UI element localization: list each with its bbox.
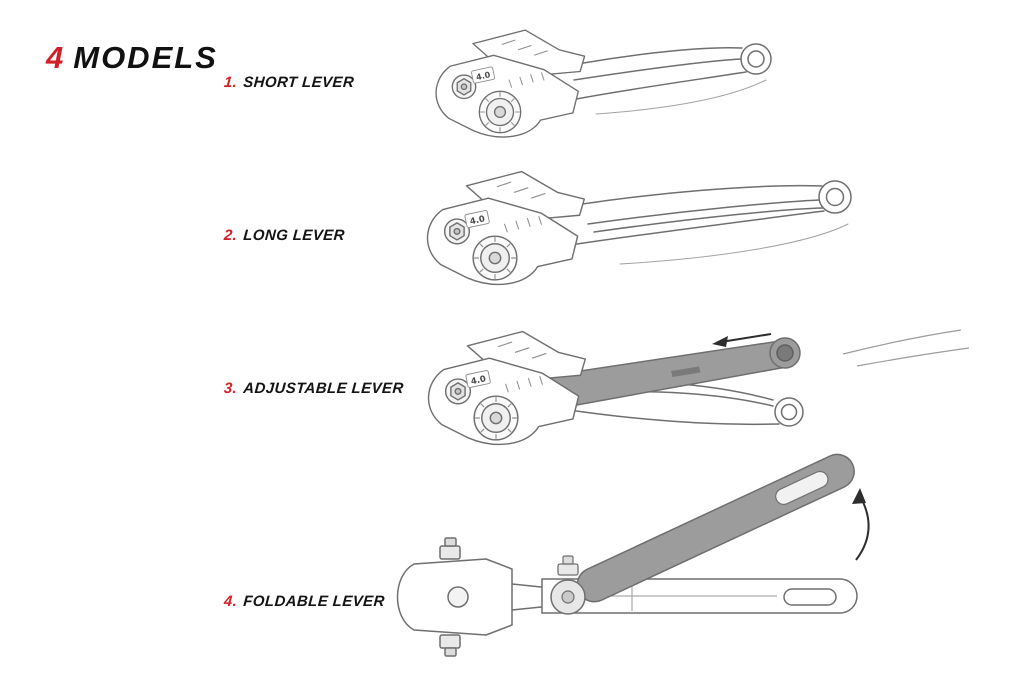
- clamp-bolt-bottom: [439, 634, 461, 649]
- blade-tip-boss: [740, 43, 772, 75]
- model-2-number: 2.: [223, 227, 238, 244]
- model-2-text: LONG LEVER: [242, 227, 346, 244]
- blade-tip-hole: [825, 187, 845, 207]
- blade-long: [527, 180, 852, 265]
- blade-slot: [775, 470, 829, 506]
- foldable-lever-illustration: [396, 453, 870, 657]
- model-3-number: 3.: [223, 380, 238, 397]
- blade-tip-boss: [818, 180, 852, 214]
- motion-lines: [842, 329, 970, 367]
- model-4-label: 4.FOLDABLE LEVER: [223, 593, 385, 610]
- title-word: MODELS: [73, 40, 218, 75]
- long-lever-illustration: [426, 170, 852, 286]
- blade-adjusted-position: [545, 337, 801, 407]
- blade-tip-hole: [776, 344, 794, 362]
- model-1-text: SHORT LEVER: [242, 74, 355, 91]
- short-lever-illustration: [435, 29, 772, 138]
- hinge-bolt: [557, 563, 579, 576]
- handlebar-clamp: [396, 537, 552, 657]
- model-1-number: 1.: [223, 74, 238, 91]
- blade-short: [535, 43, 772, 115]
- clamp-bolt-top: [439, 545, 461, 560]
- model-1-label: 1.SHORT LEVER: [223, 74, 354, 91]
- model-4-number: 4.: [223, 593, 238, 610]
- fold-arrow-icon: [852, 488, 870, 561]
- blade-tip-hole: [747, 50, 765, 68]
- title-number: 4: [46, 40, 65, 75]
- adjust-arrow-icon: [712, 333, 772, 347]
- fold-hinge: [550, 555, 586, 615]
- arm-slot: [783, 588, 837, 606]
- model-4-text: FOLDABLE LEVER: [242, 593, 386, 610]
- adjustable-lever-illustration: [427, 329, 970, 446]
- model-2-label: 2.LONG LEVER: [223, 227, 345, 244]
